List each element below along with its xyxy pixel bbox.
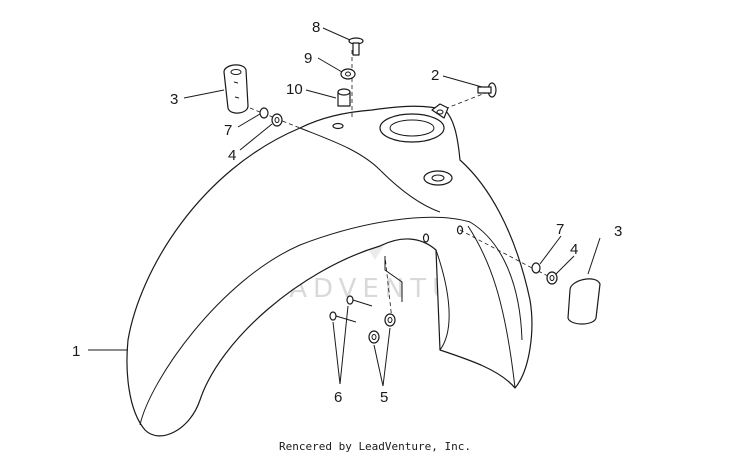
screw-6-upper [346, 295, 373, 307]
callout-2: 2 [431, 67, 439, 84]
nut-4-left [271, 113, 283, 127]
screw-8 [348, 37, 364, 56]
callout-5: 5 [380, 389, 388, 406]
reflector-3-right [567, 278, 601, 325]
washer-5-upper [384, 313, 396, 327]
callout-3-right: 3 [614, 223, 622, 240]
callout-8: 8 [312, 19, 320, 36]
callout-6: 6 [334, 389, 342, 406]
callout-4-left: 4 [228, 147, 236, 164]
spacer-10 [337, 88, 351, 107]
reflector-3-left [223, 64, 249, 114]
washer-9 [340, 68, 356, 80]
screw-6-lower [329, 311, 357, 323]
washer-7-right [531, 262, 541, 274]
front-fender [126, 103, 533, 437]
callout-4-right: 4 [570, 241, 578, 258]
nut-4-right [546, 271, 558, 285]
callout-3-left: 3 [170, 91, 178, 108]
screw-2 [477, 82, 497, 98]
callout-9: 9 [304, 50, 312, 67]
callout-1: 1 [72, 343, 80, 360]
callout-7-left: 7 [224, 122, 232, 139]
washer-5-lower [368, 330, 380, 344]
washer-7-left [259, 107, 269, 119]
callout-10: 10 [286, 81, 303, 98]
callout-7-right: 7 [556, 221, 564, 238]
footer-credit: Rencered by LeadVenture, Inc. [279, 440, 471, 453]
